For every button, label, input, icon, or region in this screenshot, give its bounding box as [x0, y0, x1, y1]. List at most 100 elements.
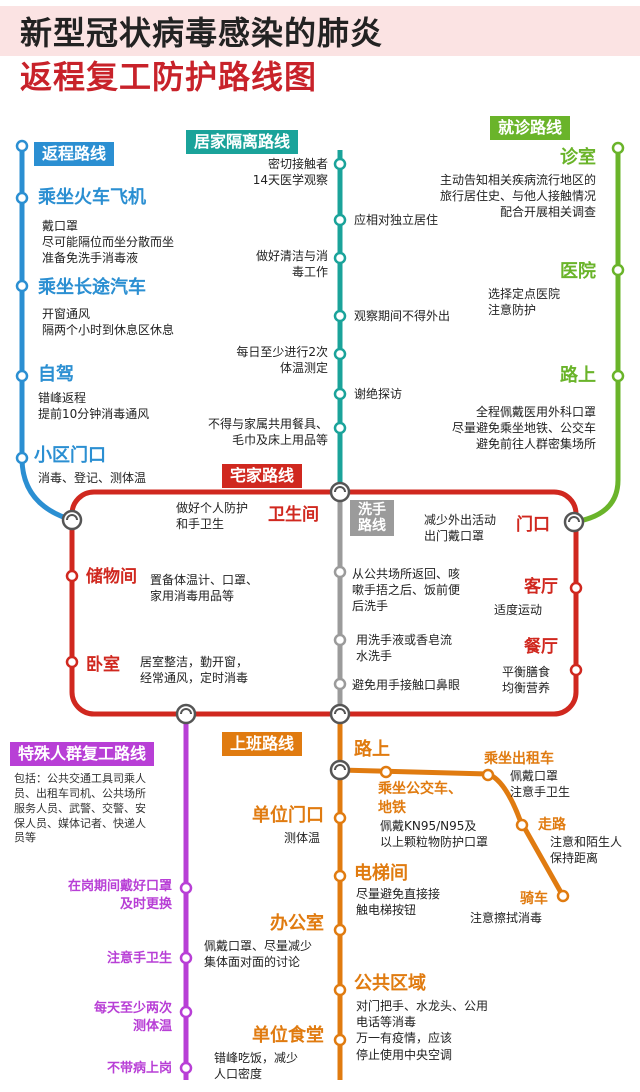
station-name: 门口 [516, 515, 550, 535]
station-name: 医院 [560, 261, 596, 282]
station-note: 测体温 [283, 831, 320, 845]
home-route-label: 宅家路线 [222, 464, 303, 488]
home-isolation-label: 居家隔离路线 [186, 130, 299, 154]
work-route-label: 上班路线 [222, 732, 303, 756]
station-name: 乘坐火车飞机 [38, 187, 146, 208]
station-note: 佩戴口罩 注意手卫生 [510, 769, 571, 800]
station-name: 客厅 [524, 577, 558, 597]
handwash-stop: 避免用手接触口鼻眼 [352, 678, 461, 692]
station-dot [481, 768, 495, 782]
station-dot [333, 565, 347, 579]
station-dot [611, 369, 625, 383]
station-name: 乘坐出租车 [484, 751, 554, 767]
handwash-stop: 从公共场所返回、咳 嗽手捂之后、饭前便 后洗手 [352, 567, 461, 614]
station-dot [333, 251, 347, 265]
station-name: 路上 [560, 365, 596, 386]
special-route-intro: 包括：公共交通工具司乘人 员、出租车司机、公共场所 服务人员、武警、交警、安 保… [14, 772, 146, 845]
station-note: 戴口罩 尽可能隔位而坐分散而坐 准备免洗手消毒液 [42, 219, 175, 266]
station-name: 走路 [538, 817, 566, 833]
station-dot [333, 421, 347, 435]
station-dot [333, 1033, 347, 1047]
station-note: 对门把手、水龙头、公用 电话等消毒 万一有疫情，应该 停止使用中央空调 [356, 999, 489, 1062]
station-dot [379, 765, 393, 779]
station-note: 做好个人防护 和手卫生 [176, 501, 249, 532]
station-name: 卧室 [86, 655, 120, 675]
station-dot [333, 213, 347, 227]
station-dot [179, 881, 193, 895]
station-dot [515, 818, 529, 832]
station-dot [15, 279, 29, 293]
station-name: 储物间 [86, 567, 137, 587]
station-dot [333, 677, 347, 691]
station-note: 错峰返程 提前10分钟消毒通风 [38, 391, 150, 422]
home-route-loop [69, 489, 579, 717]
return-route-label: 返程路线 [34, 142, 115, 166]
station-dot [333, 157, 347, 171]
isolation-stop: 谢绝探访 [354, 387, 403, 401]
station-note: 全程佩戴医用外科口罩 尽量避免乘坐地铁、公交车 避免前往人群密集场所 [451, 405, 596, 452]
station-name: 自驾 [38, 364, 74, 385]
special-stop: 注意手卫生 [106, 951, 172, 966]
station-dot [15, 369, 29, 383]
station-note: 减少外出活动 出门戴口罩 [424, 513, 497, 544]
transfer-hub-icon [329, 703, 351, 725]
isolation-stop: 不得与家属共用餐具、 毛巾及床上用品等 [207, 417, 328, 448]
transfer-hub-icon [175, 703, 197, 725]
handwash-route-label: 洗手 路线 [350, 500, 394, 536]
special-stop: 每天至少两次 测体温 [93, 1001, 172, 1034]
station-note: 适度运动 [494, 603, 543, 617]
special-stop: 在岗期间戴好口罩 及时更换 [67, 879, 172, 912]
station-dot [333, 983, 347, 997]
isolation-stop: 每日至少进行2次 体温测定 [236, 345, 328, 376]
transfer-hub-icon [329, 481, 351, 503]
station-dot [65, 569, 79, 583]
special-stop: 不带病上岗 [106, 1061, 172, 1076]
station-dot [333, 347, 347, 361]
special-route-label: 特殊人群复工路线 [10, 742, 155, 766]
title-line-1: 新型冠状病毒感染的肺炎 [20, 14, 384, 52]
station-dot [611, 263, 625, 277]
station-dot [556, 889, 570, 903]
station-note: 选择定点医院 注意防护 [488, 287, 561, 318]
station-name: 乘坐长途汽车 [38, 277, 146, 298]
station-dot [569, 581, 583, 595]
transfer-hub-icon [61, 509, 83, 531]
station-dot [179, 1061, 193, 1075]
transfer-hub-icon [563, 511, 585, 533]
station-dot [333, 811, 347, 825]
station-note: 佩戴KN95/N95及 以上颗粒物防护口罩 [380, 819, 489, 850]
station-dot [333, 633, 347, 647]
station-name: 路上 [354, 739, 390, 760]
station-dot [15, 451, 29, 465]
station-name: 小区门口 [34, 445, 106, 466]
handwash-stop: 用洗手液或香皂流 水洗手 [356, 633, 453, 664]
station-dot [15, 139, 29, 153]
station-dot [65, 655, 79, 669]
station-note: 居室整洁，勤开窗， 经常通风，定时消毒 [140, 655, 249, 686]
station-dot [179, 1005, 193, 1019]
station-name: 办公室 [270, 913, 324, 934]
station-note: 主动告知相关疾病流行地区的 旅行居住史、与他人接触情况 配合开展相关调查 [439, 173, 596, 220]
station-note: 佩戴口罩、尽量减少 集体面对面的讨论 [204, 939, 313, 970]
station-name: 电梯间 [354, 863, 408, 884]
title-band [0, 6, 640, 56]
station-note: 注意和陌生人 保持距离 [550, 835, 623, 866]
station-name: 单位食堂 [252, 1025, 324, 1046]
title-line-2: 返程复工防护路线图 [20, 58, 318, 96]
station-note: 平衡膳食 均衡营养 [502, 665, 551, 696]
station-name: 诊室 [560, 147, 596, 168]
station-dot [179, 951, 193, 965]
station-dot [15, 191, 29, 205]
station-name: 单位门口 [252, 805, 324, 826]
station-note: 错峰吃饭，减少 人口密度 [214, 1051, 299, 1082]
station-name: 骑车 [520, 891, 548, 907]
transfer-hub-icon [329, 759, 351, 781]
isolation-stop: 密切接触者 14天医学观察 [252, 157, 328, 188]
station-dot [333, 869, 347, 883]
isolation-stop: 应相对独立居住 [354, 213, 439, 227]
station-name: 乘坐公交车、 地铁 [378, 781, 462, 816]
station-name: 公共区域 [354, 973, 426, 994]
station-note: 注意擦拭消毒 [470, 911, 543, 925]
station-note: 开窗通风 隔两个小时到休息区休息 [42, 307, 175, 338]
